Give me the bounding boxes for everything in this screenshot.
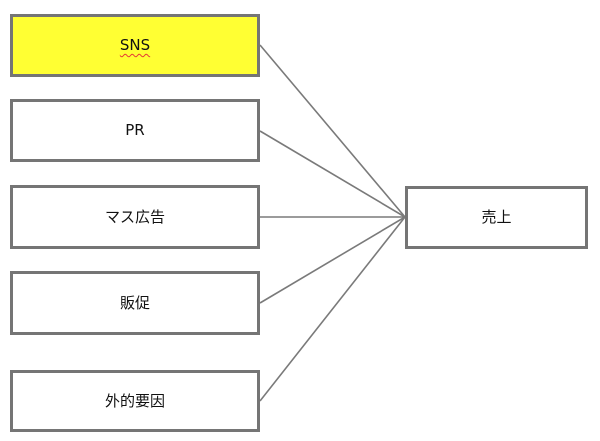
node-mass-advertising[interactable]: マス広告 — [10, 185, 260, 249]
node-sales[interactable]: 売上 — [405, 186, 588, 249]
node-external-factors[interactable]: 外的要因 — [10, 370, 260, 432]
connector-pr-to-sales — [259, 130, 406, 218]
node-sales-promotion[interactable]: 販促 — [10, 271, 260, 335]
node-pr[interactable]: PR — [10, 99, 260, 162]
node-mass-advertising-label: マス広告 — [104, 207, 165, 226]
node-sns[interactable]: SNS — [10, 14, 260, 77]
node-sales-promotion-label: 販促 — [119, 293, 150, 312]
node-external-factors-label: 外的要因 — [104, 391, 165, 410]
connector-ext-to-sales — [259, 216, 406, 402]
connector-sns-to-sales — [259, 44, 406, 218]
node-sales-label: 売上 — [481, 208, 512, 226]
connector-promo-to-sales — [259, 216, 406, 304]
node-pr-label: PR — [125, 121, 145, 139]
node-sns-label: SNS — [119, 36, 151, 54]
